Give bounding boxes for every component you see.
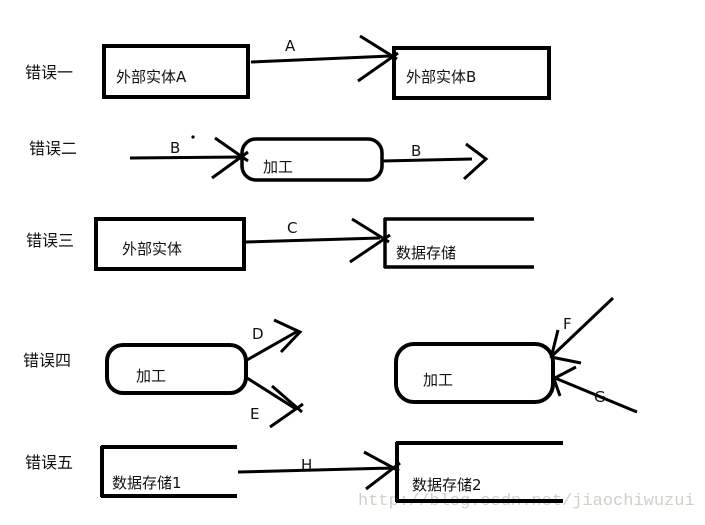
row4-label: 错误四 bbox=[23, 351, 71, 370]
external-entity-label-row3: 外部实体 bbox=[122, 240, 182, 258]
flow-arrow-g-line bbox=[554, 376, 638, 414]
data-store-2-label: 数据存储2 bbox=[412, 476, 482, 494]
flow-label-b-out: B bbox=[411, 142, 421, 160]
data-store-label-row3: 数据存储 bbox=[396, 244, 456, 262]
external-entity-a-box bbox=[102, 44, 250, 99]
flow-arrow-e-line bbox=[246, 376, 297, 411]
external-entity-a-label: 外部实体A bbox=[116, 68, 187, 86]
flow-label-e: E bbox=[250, 405, 259, 423]
process-label-row2: 加工 bbox=[263, 158, 293, 176]
external-entity-b-box bbox=[392, 46, 551, 100]
flow-arrow-b-in-line bbox=[129, 155, 243, 160]
flow-label-a: A bbox=[285, 37, 296, 55]
flow-arrow-h-line bbox=[237, 466, 395, 474]
flow-arrow-h-head bbox=[363, 450, 401, 491]
flow-label-c: C bbox=[287, 219, 297, 237]
flow-arrow-f-line bbox=[550, 296, 615, 358]
row3-label: 错误三 bbox=[26, 231, 74, 250]
row1-label: 错误一 bbox=[25, 63, 73, 82]
external-entity-b-label: 外部实体B bbox=[406, 68, 476, 86]
data-store-1-shape bbox=[100, 445, 237, 498]
flow-arrow-b-out-line bbox=[381, 157, 473, 163]
flow-arrow-f-head bbox=[549, 329, 582, 365]
data-store-1-label: 数据存储1 bbox=[112, 474, 182, 492]
process-box-row4-right bbox=[394, 342, 555, 404]
flow-label-d: D bbox=[252, 325, 264, 343]
flow-arrow-e-head bbox=[269, 384, 304, 429]
flow-label-g: G bbox=[594, 388, 606, 406]
stray-dot bbox=[191, 135, 195, 139]
flow-arrow-a-line bbox=[250, 54, 391, 64]
flow-label-b-in: B bbox=[170, 139, 180, 157]
process-label-row4-right: 加工 bbox=[423, 371, 453, 389]
flow-arrow-a-head bbox=[357, 34, 399, 83]
data-store-2-shape bbox=[395, 441, 563, 503]
flow-arrow-d-head bbox=[273, 318, 303, 354]
flow-arrow-b-out-head bbox=[462, 142, 489, 181]
flow-arrow-d-line bbox=[246, 329, 299, 362]
row5-label: 错误五 bbox=[25, 453, 73, 472]
flow-arrow-g-head bbox=[552, 365, 577, 397]
row2-label: 错误二 bbox=[29, 139, 77, 158]
flow-arrow-c-line bbox=[245, 236, 381, 244]
process-box-row4-left bbox=[105, 343, 248, 395]
flow-label-f: F bbox=[563, 315, 572, 333]
flow-label-h: H bbox=[301, 456, 312, 474]
process-label-row4-left: 加工 bbox=[136, 367, 166, 385]
data-store-shape-row3 bbox=[383, 217, 534, 269]
external-entity-box-row3 bbox=[94, 217, 246, 271]
